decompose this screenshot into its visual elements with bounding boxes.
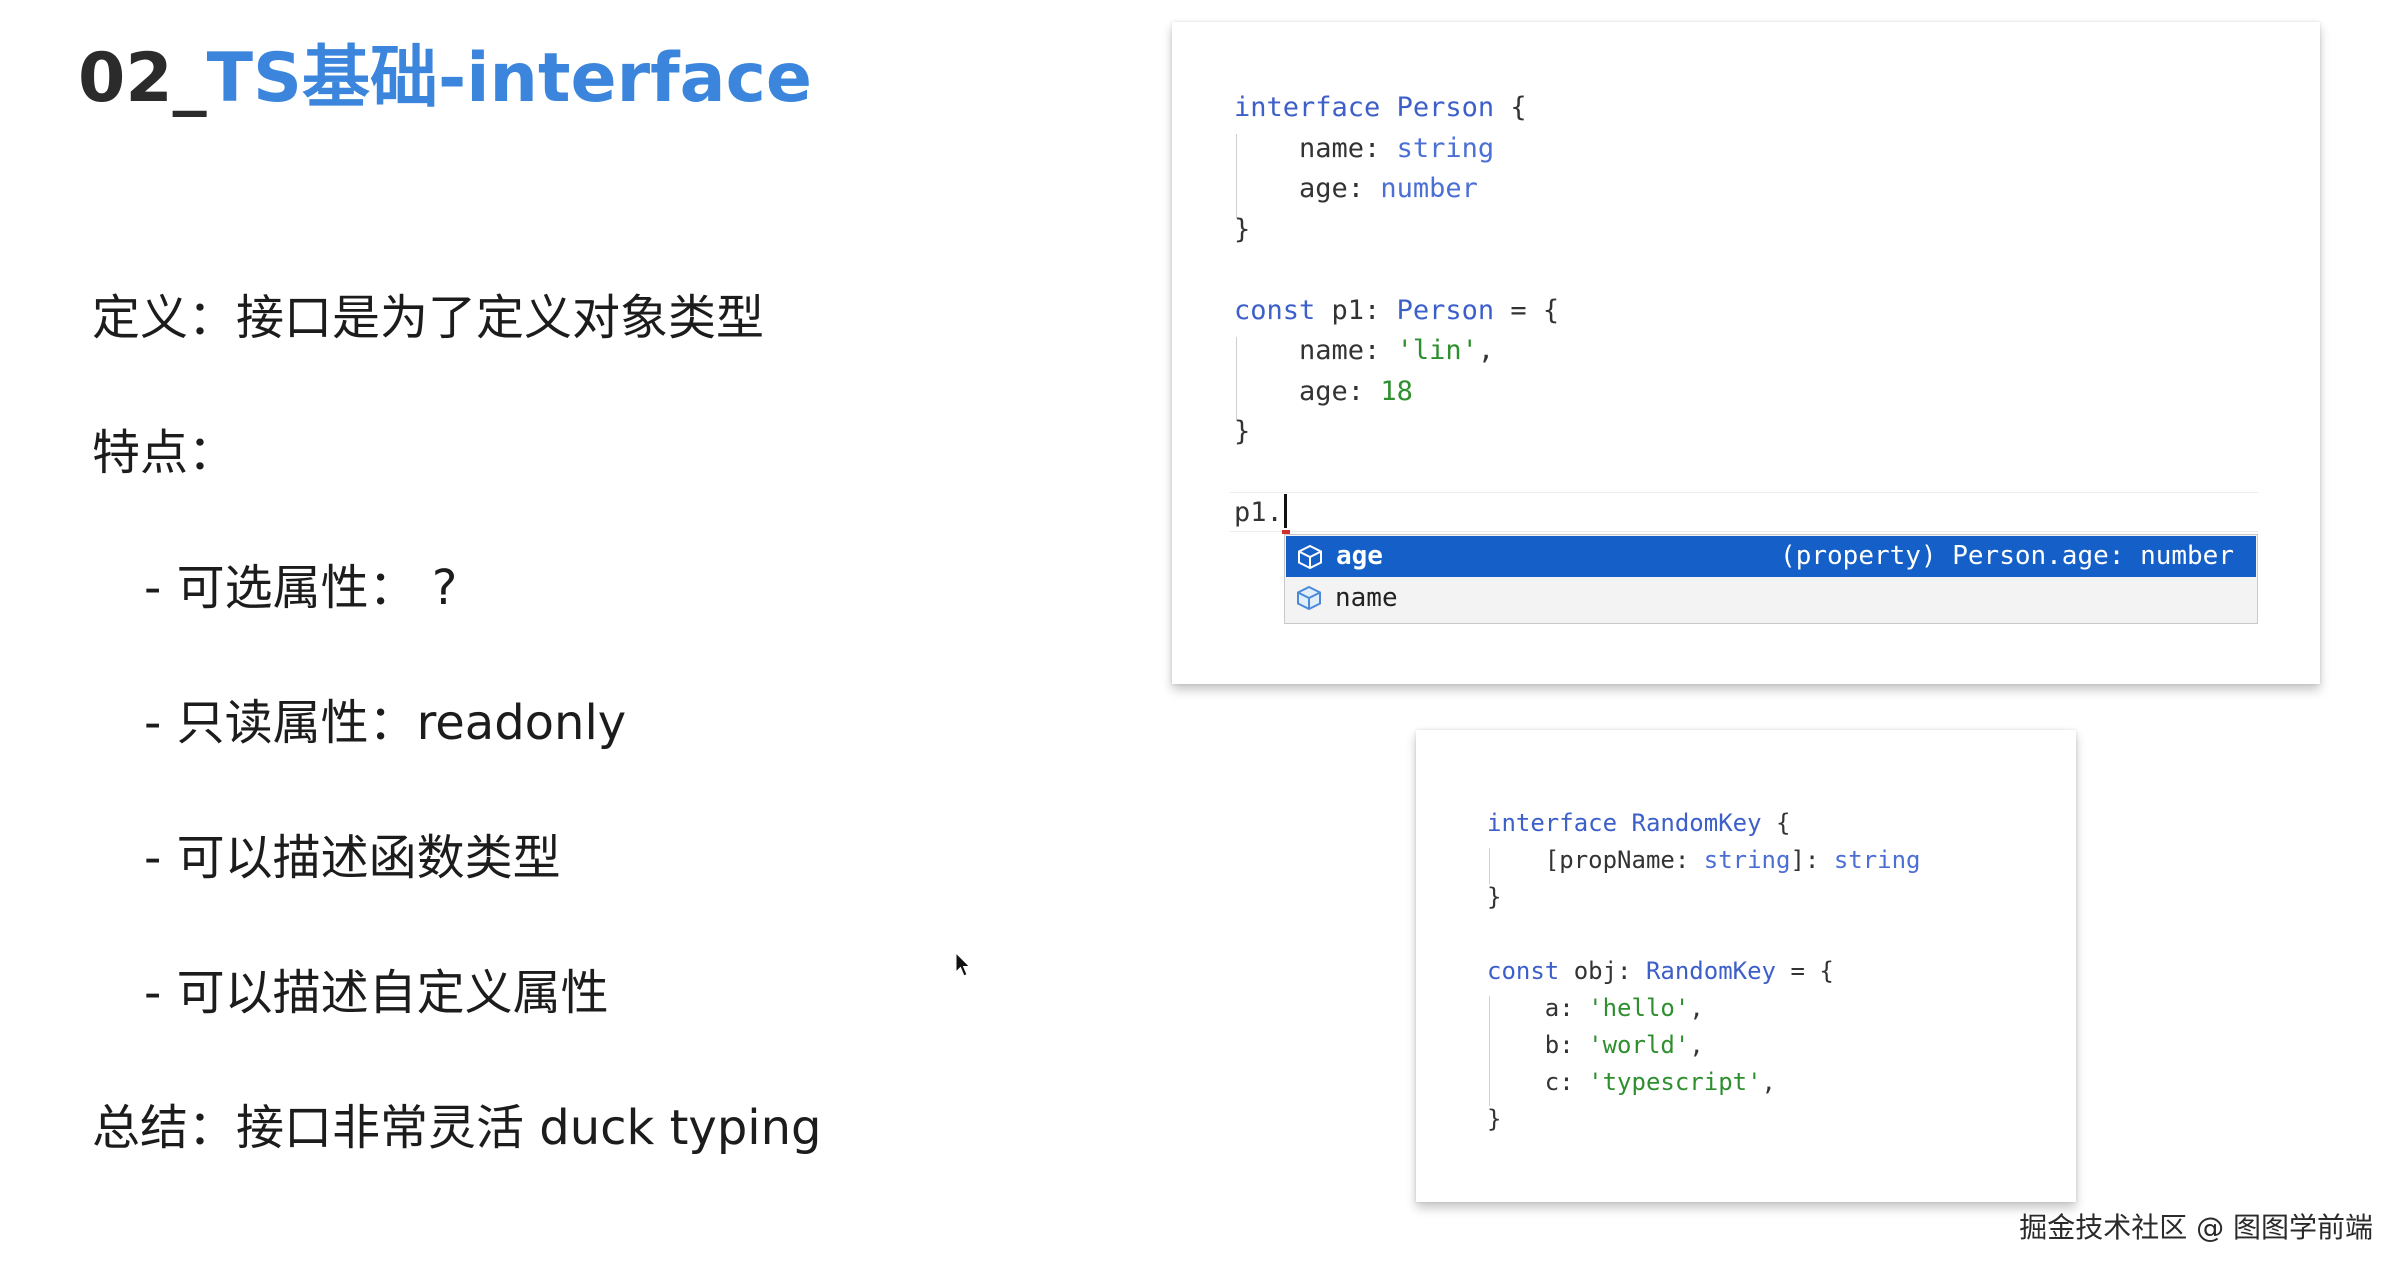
property-cube-icon bbox=[1298, 544, 1322, 570]
features-label: 特点： bbox=[92, 425, 237, 481]
slide-title: 02_TS基础-interface bbox=[78, 22, 812, 121]
title-main: TS基础-interface bbox=[206, 39, 813, 118]
code-block-person: interface Person { name: string age: num… bbox=[1234, 92, 1560, 528]
suggestion-label: age bbox=[1336, 541, 1383, 571]
suggestion-name[interactable]: name bbox=[1285, 577, 2257, 619]
feature-readonly: - 只读属性：readonly bbox=[144, 695, 627, 751]
indent-guide bbox=[1236, 134, 1237, 218]
title-number: 02 bbox=[78, 39, 173, 118]
indent-guide bbox=[1236, 337, 1237, 421]
property-cube-icon bbox=[1297, 585, 1321, 611]
indent-guide bbox=[1489, 848, 1490, 884]
summary-text: 总结：接口非常灵活 duck typing bbox=[92, 1100, 822, 1156]
code-card-person: interface Person { name: string age: num… bbox=[1172, 22, 2320, 684]
suggestion-detail: (property) Person.age: number bbox=[1780, 541, 2234, 571]
current-line-highlight bbox=[1230, 492, 2258, 532]
code-input-line[interactable]: p1. bbox=[1234, 497, 1283, 528]
mouse-pointer-icon bbox=[955, 952, 971, 977]
definition-text: 定义：接口是为了定义对象类型 bbox=[92, 290, 765, 346]
indent-guide bbox=[1489, 996, 1490, 1106]
text-cursor bbox=[1284, 494, 1287, 528]
suggestion-age[interactable]: age (property) Person.age: number bbox=[1286, 536, 2256, 577]
title-separator: _ bbox=[172, 39, 207, 118]
error-marker bbox=[1282, 530, 1290, 534]
autocomplete-dropdown: age (property) Person.age: number name bbox=[1284, 534, 2258, 624]
feature-function-type: - 可以描述函数类型 bbox=[144, 830, 561, 886]
watermark-text: 掘金技术社区 @ 图图学前端 bbox=[2019, 1211, 2373, 1244]
suggestion-label: name bbox=[1335, 583, 1398, 613]
code-block-randomkey: interface RandomKey { [propName: string]… bbox=[1487, 809, 1921, 1133]
feature-custom-props: - 可以描述自定义属性 bbox=[144, 965, 609, 1021]
feature-optional: - 可选属性： ? bbox=[144, 560, 458, 616]
bullet-points: 定义：接口是为了定义对象类型 特点： - 可选属性： ? - 只读属性：read… bbox=[92, 0, 1092, 1268]
code-card-randomkey: interface RandomKey { [propName: string]… bbox=[1416, 730, 2076, 1202]
